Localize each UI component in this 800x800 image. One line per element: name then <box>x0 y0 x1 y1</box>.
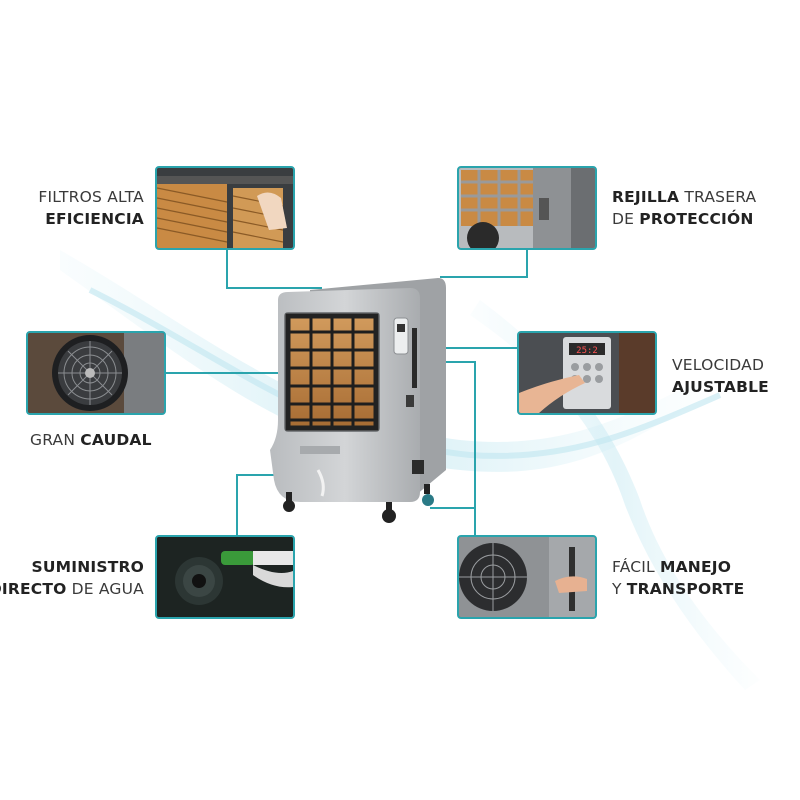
label-filtros-line2: EFICIENCIA <box>45 210 144 228</box>
photo-filtros-alta-eficiencia <box>155 166 295 250</box>
photo-facil-manejo <box>457 535 597 619</box>
photo-velocidad-ajustable: 25:2 <box>517 331 657 415</box>
photo-suministro-agua <box>155 535 295 619</box>
label-suministro-directo-agua: SUMINISTRO DIRECTO DE AGUA <box>0 556 144 600</box>
label-manejo-bold: MANEJO <box>659 558 732 576</box>
label-suministro-line2-bold: DIRECTO <box>0 580 67 598</box>
filter-pads-image <box>157 168 293 248</box>
label-facil-manejo-transporte: FÁCIL MANEJO Y TRANSPORTE <box>612 556 744 600</box>
label-velocidad-line2: AJUSTABLE <box>672 378 769 396</box>
rear-grille-image <box>459 168 595 248</box>
label-rejilla-rest: TRASERA <box>679 188 757 206</box>
control-panel-image: 25:2 <box>519 333 655 413</box>
label-filtros-line1: FILTROS ALTA <box>38 188 144 206</box>
label-rejilla-line2-bold: PROTECCIÓN <box>639 210 754 228</box>
photo-rejilla-trasera <box>457 166 597 250</box>
fan-image <box>28 333 164 413</box>
label-rejilla-bold: REJILLA <box>612 188 680 206</box>
label-caudal-pre: GRAN <box>30 431 81 449</box>
label-gran-caudal: GRAN CAUDAL <box>30 429 152 451</box>
label-filtros-alta-eficiencia: FILTROS ALTA EFICIENCIA <box>38 186 144 230</box>
label-rejilla-trasera: REJILLA TRASERA DE PROTECCIÓN <box>612 186 756 230</box>
label-velocidad-line1: VELOCIDAD <box>672 356 765 374</box>
label-transporte-bold: TRANSPORTE <box>626 580 745 598</box>
label-transporte-pre: Y <box>612 580 627 598</box>
evaporative-cooler-illustration <box>270 278 446 523</box>
water-inlet-image <box>157 537 293 617</box>
label-caudal-bold: CAUDAL <box>80 431 152 449</box>
label-suministro-line1: SUMINISTRO <box>31 558 144 576</box>
control-display-text: 25:2 <box>576 346 598 356</box>
label-suministro-line2-rest: DE AGUA <box>66 580 144 598</box>
photo-gran-caudal <box>26 331 166 415</box>
handle-fan-image <box>459 537 595 617</box>
label-rejilla-line2-pre: DE <box>612 210 640 228</box>
label-manejo-pre: FÁCIL <box>612 558 660 576</box>
label-velocidad-ajustable: VELOCIDAD AJUSTABLE <box>672 354 769 398</box>
